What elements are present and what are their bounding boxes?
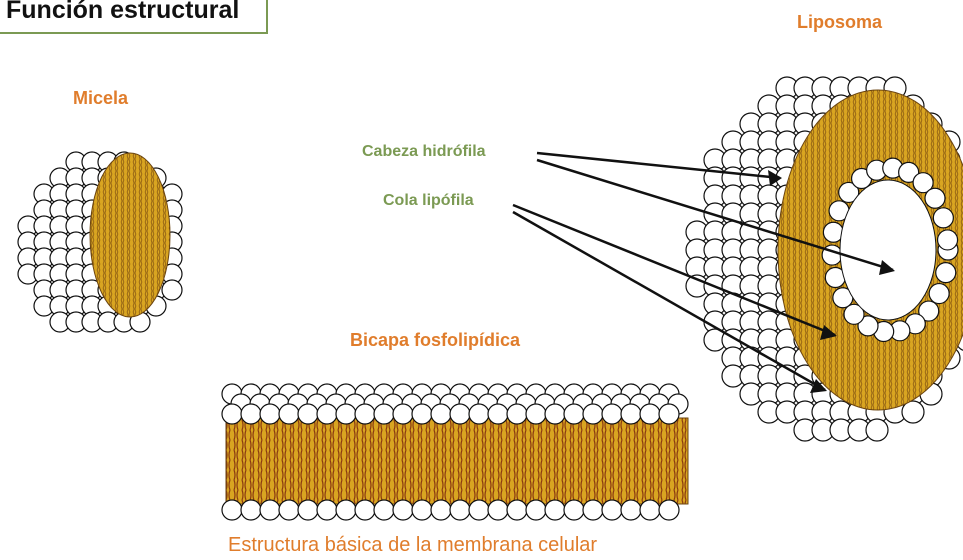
- head-circle: [659, 404, 679, 424]
- head-circle: [431, 404, 451, 424]
- head-circle: [393, 500, 413, 520]
- head-circle: [488, 404, 508, 424]
- head-circle: [602, 500, 622, 520]
- head-circle: [602, 404, 622, 424]
- head-circle: [355, 404, 375, 424]
- head-circle: [260, 500, 280, 520]
- head-circle: [260, 404, 280, 424]
- head-circle: [469, 500, 489, 520]
- head-circle: [241, 404, 261, 424]
- head-circle: [564, 500, 584, 520]
- head-circle: [583, 404, 603, 424]
- head-circle: [933, 208, 953, 228]
- head-circle: [936, 263, 956, 283]
- head-circle: [317, 404, 337, 424]
- head-circle: [222, 500, 242, 520]
- bilayer-illustration: [222, 384, 688, 520]
- head-circle: [564, 404, 584, 424]
- head-circle: [336, 404, 356, 424]
- head-circle: [298, 404, 318, 424]
- head-circle: [279, 500, 299, 520]
- head-circle: [374, 404, 394, 424]
- head-circle: [621, 404, 641, 424]
- head-circle: [507, 500, 527, 520]
- micelle-illustration: [18, 152, 182, 332]
- head-circle: [469, 404, 489, 424]
- head-circle: [431, 500, 451, 520]
- head-circle: [279, 404, 299, 424]
- head-circle: [545, 500, 565, 520]
- head-circle: [355, 500, 375, 520]
- head-circle: [938, 230, 958, 250]
- liposome-illustration: [686, 77, 963, 441]
- head-circle: [412, 500, 432, 520]
- head-circle: [507, 404, 527, 424]
- head-circle: [545, 404, 565, 424]
- head-circle: [374, 500, 394, 520]
- head-circle: [640, 500, 660, 520]
- head-circle: [583, 500, 603, 520]
- head-circle: [640, 404, 660, 424]
- head-circle: [866, 419, 888, 441]
- head-circle: [222, 404, 242, 424]
- head-circle: [929, 284, 949, 304]
- head-circle: [162, 280, 182, 300]
- head-circle: [526, 404, 546, 424]
- head-circle: [317, 500, 337, 520]
- head-circle: [393, 404, 413, 424]
- head-circle: [412, 404, 432, 424]
- head-circle: [241, 500, 261, 520]
- head-circle: [450, 404, 470, 424]
- head-circle: [659, 500, 679, 520]
- head-circle: [450, 500, 470, 520]
- head-circle: [621, 500, 641, 520]
- head-circle: [488, 500, 508, 520]
- head-circle: [336, 500, 356, 520]
- head-circle: [298, 500, 318, 520]
- head-circle: [526, 500, 546, 520]
- head-circle: [925, 188, 945, 208]
